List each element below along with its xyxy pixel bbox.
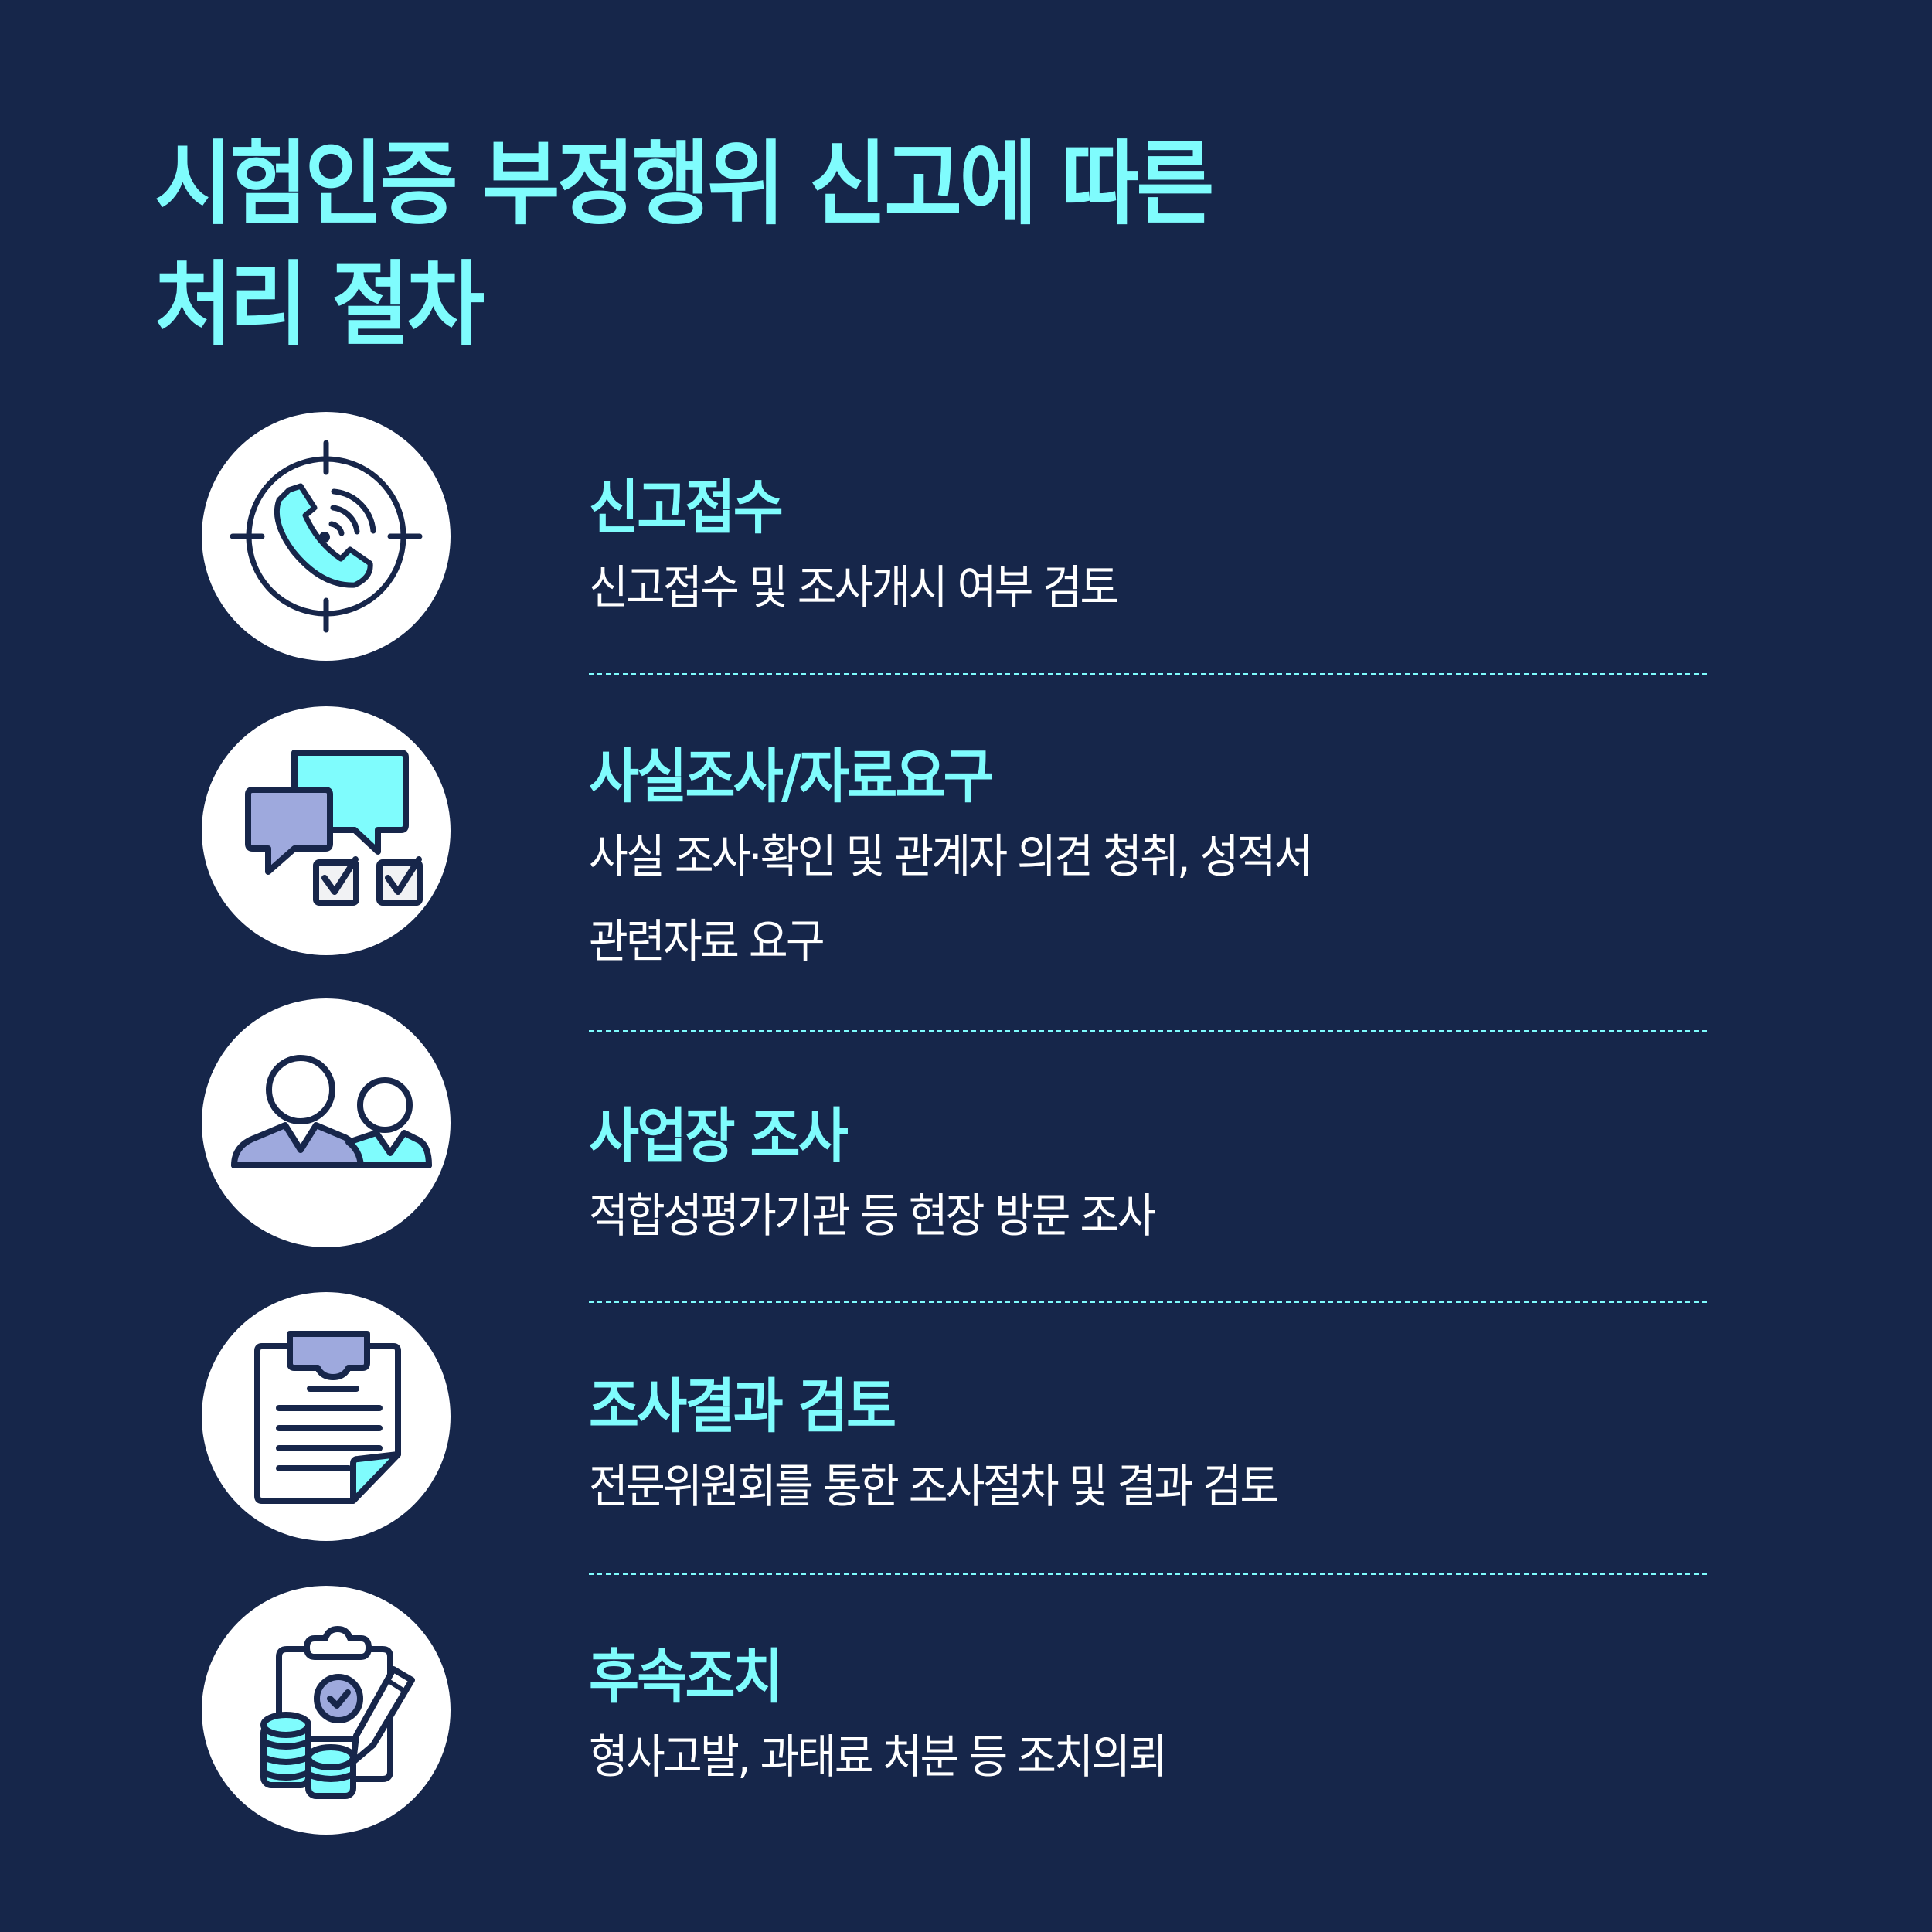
step-1-text: 신고접수 신고접수 및 조사개시 여부 검토 [589, 473, 1163, 631]
step-2-description-line-2: 관련자료 요구 [589, 915, 825, 969]
step-3-description: 적합성평가기관 등 현장 방문 조사 [589, 1189, 1156, 1243]
step-5-description: 형사고발, 과태료 처분 등 조치의뢰 [589, 1730, 1168, 1784]
page-title: 시험인증 부정행위 신고에 따른 처리 절차 [155, 124, 1214, 365]
step-1-description: 신고접수 및 조사개시 여부 검토 [589, 561, 1119, 615]
step-3-heading: 사업장 조사 [589, 1101, 849, 1170]
step-3-text: 사업장 조사 적합성평가기관 등 현장 방문 조사 [589, 1101, 1203, 1259]
step-2-description-line-1: 사실 조사·확인 및 관계자 의견 청취, 성적서 [589, 830, 1313, 884]
people-icon [231, 1055, 432, 1168]
step-4-icon-circle [202, 1292, 451, 1541]
step-5-text: 후속조치 형사고발, 과태료 처분 등 조치의뢰 [589, 1642, 1216, 1800]
step-5-icon-circle [202, 1586, 451, 1835]
divider-3 [589, 1301, 1710, 1303]
step-4-heading: 조사결과 검토 [589, 1372, 896, 1440]
step-3-icon-circle [202, 998, 451, 1247]
step-2-heading: 사실조사/자료요구 [589, 742, 994, 811]
clipboard-coins-pencil-icon [260, 1626, 415, 1799]
clipboard-document-icon [254, 1331, 401, 1504]
phone-target-icon [230, 440, 423, 633]
divider-1 [589, 673, 1710, 675]
step-2-text: 사실조사/자료요구 사실 조사·확인 및 관계자 의견 청취, 성적서 관련자료… [589, 742, 1374, 985]
chat-checklist-icon [245, 750, 423, 906]
divider-4 [589, 1573, 1710, 1575]
page-title-line-1: 시험인증 부정행위 신고에 따른 [155, 131, 1214, 237]
step-1-heading: 신고접수 [589, 473, 784, 542]
divider-2 [589, 1030, 1710, 1032]
step-4-description: 전문위원회를 통한 조사절차 및 결과 검토 [589, 1460, 1279, 1514]
step-2-icon-circle [202, 706, 451, 955]
page-title-line-2: 처리 절차 [155, 251, 485, 358]
step-5-heading: 후속조치 [589, 1642, 784, 1711]
step-4-text: 조사결과 검토 전문위원회를 통한 조사절차 및 결과 검토 [589, 1372, 1337, 1529]
step-1-icon-circle [202, 412, 451, 661]
